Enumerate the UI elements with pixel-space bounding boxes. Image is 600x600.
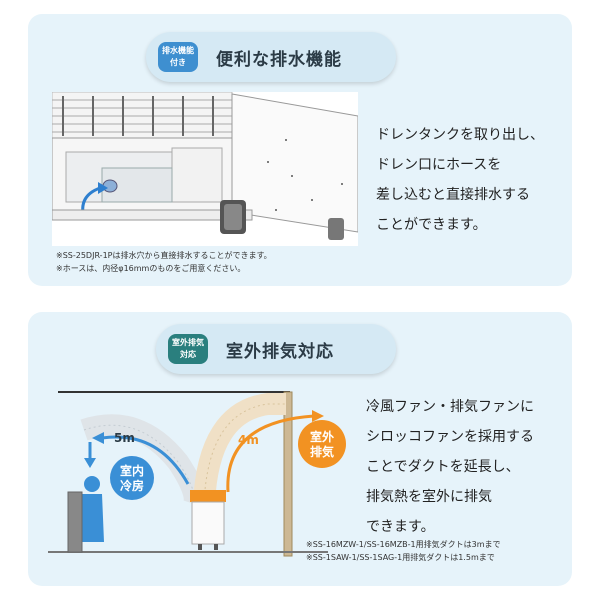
description-line: 排気熱を室外に排気 xyxy=(366,489,492,505)
drain-feature-notes: ※SS-25DJR-1Pは排水穴から直接排水することができます。 ※ホースは、内… xyxy=(56,249,272,275)
indoor-cooling-label: 室内 xyxy=(120,463,144,478)
drain-feature-tag: 排水機能 付き xyxy=(158,42,198,72)
drain-feature-title: 便利な排水機能 xyxy=(216,49,342,70)
drain-feature-panel: 排水機能 付き 便利な排水機能 xyxy=(28,14,572,286)
description-line: できます。 xyxy=(366,519,435,535)
outdoor-exhaust-label: 排気 xyxy=(310,444,334,459)
outdoor-exhaust-panel: 室外排気 対応 室外排気対応 5m 4m xyxy=(28,312,572,586)
indoor-cooling-label: 冷房 xyxy=(120,478,144,493)
tag-line: 室外排気 xyxy=(172,338,204,347)
outdoor-exhaust-title: 室外排気対応 xyxy=(226,341,334,362)
drain-feature-description: ドレンタンクを取り出し、 ドレン口にホースを 差し込むと直接排水する ことができ… xyxy=(376,120,544,240)
description-line: ドレン口にホースを xyxy=(376,157,502,173)
outdoor-exhaust-description: 冷風ファン・排気ファンに シロッコファンを採用する ことでダクトを延長し、 排気… xyxy=(366,392,534,542)
description-line: シロッコファンを採用する xyxy=(366,429,534,445)
outdoor-exhaust-notes: ※SS-16MZW-1/SS-16MZB-1用排気ダクトは3mまで ※SS-1S… xyxy=(306,538,501,564)
note-line: ※SS-1SAW-1/SS-1SAG-1用排気ダクトは1.5mまで xyxy=(306,553,495,562)
tag-line: 対応 xyxy=(180,350,196,359)
outdoor-exhaust-header: 室外排気 対応 室外排気対応 xyxy=(156,324,396,374)
duct-length-4m-label: 4m xyxy=(238,433,259,447)
note-line: ※ホースは、内径φ16mmのものをご用意ください。 xyxy=(56,264,246,273)
duct-length-5m-label: 5m xyxy=(114,431,135,445)
outdoor-exhaust-label: 室外 xyxy=(310,429,334,444)
description-line: 冷風ファン・排気ファンに xyxy=(366,399,534,415)
description-line: ことができます。 xyxy=(376,217,487,233)
exhaust-diagram: 5m 4m 室内 冷房 xyxy=(28,372,328,562)
tag-line: 付き xyxy=(170,58,186,67)
note-line: ※SS-16MZW-1/SS-16MZB-1用排気ダクトは3mまで xyxy=(306,540,501,549)
description-line: ことでダクトを延長し、 xyxy=(366,459,520,475)
drain-feature-header: 排水機能 付き 便利な排水機能 xyxy=(146,32,396,82)
description-line: 差し込むと直接排水する xyxy=(376,187,530,203)
note-line: ※SS-25DJR-1Pは排水穴から直接排水することができます。 xyxy=(56,251,272,260)
description-line: ドレンタンクを取り出し、 xyxy=(376,127,544,143)
drain-illustration xyxy=(52,92,358,246)
outdoor-exhaust-tag: 室外排気 対応 xyxy=(168,334,208,364)
outdoor-exhaust-bubble: 室外 排気 xyxy=(296,418,348,470)
tag-line: 排水機能 xyxy=(162,46,194,55)
